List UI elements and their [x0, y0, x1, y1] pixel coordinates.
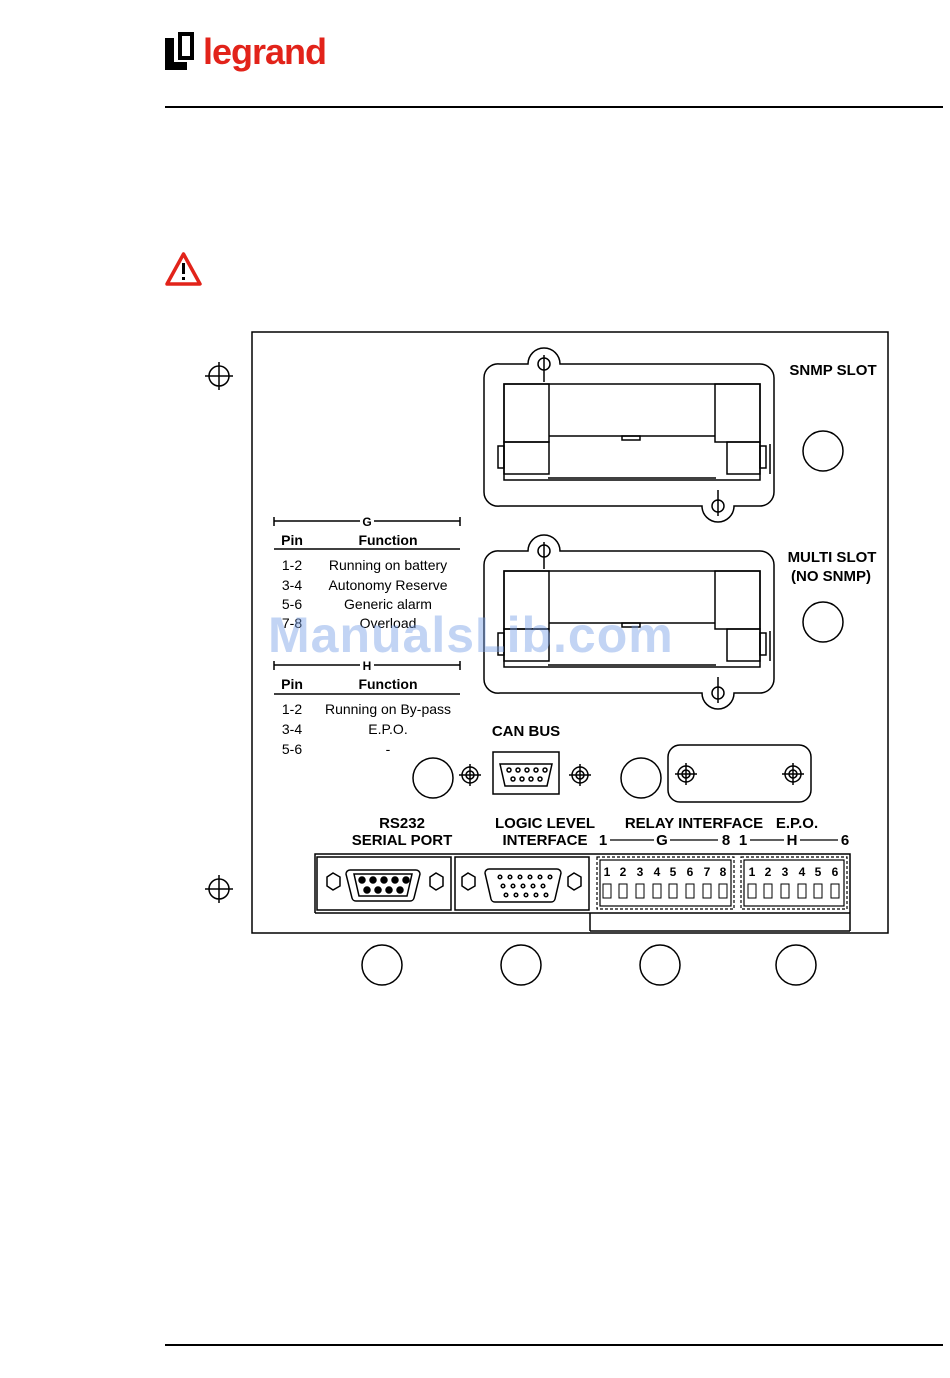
table-h-title: H [363, 659, 372, 673]
relay-range-end: 8 [722, 832, 730, 849]
logic-level-connector [454, 856, 590, 911]
table-g-pin-header: Pin [281, 532, 303, 548]
rs232-connector [316, 856, 452, 911]
table-h: H Pin Function 1-2 Running on By-pass 3-… [273, 659, 461, 757]
registration-mark-top [205, 362, 233, 390]
table-h-row-1-function: Running on By-pass [325, 701, 451, 717]
snmp-slot [483, 347, 775, 523]
table-h-row-1-pin: 1-2 [282, 701, 302, 717]
multi-slot-label: MULTI SLOT [788, 549, 877, 566]
epo-terminal-block: 1 2 3 4 5 6 [740, 856, 848, 910]
table-g-row-2-function: Autonomy Reserve [328, 577, 447, 593]
relay-terminal-block: 1 2 3 4 5 6 7 8 [596, 856, 735, 910]
table-g-function-header: Function [358, 532, 417, 548]
logic-interface-label: INTERFACE [502, 832, 587, 849]
relay-pin-4: 4 [654, 865, 661, 879]
registration-mark-bottom [205, 875, 233, 903]
epo-label: E.P.O. [776, 815, 818, 832]
logic-level-label: LOGIC LEVEL [495, 815, 595, 832]
relay-range: 1 G 8 [599, 832, 730, 849]
epo-range-mid: H [787, 832, 798, 849]
table-g-row-4-pin: 7-8 [282, 615, 302, 631]
table-g-row-1-function: Running on battery [329, 557, 447, 573]
can-bus-screw-left [459, 764, 481, 786]
epo-pin-4: 4 [799, 865, 806, 879]
epo-range-start: 1 [739, 832, 747, 849]
table-h-row-2-function: E.P.O. [368, 721, 407, 737]
bottom-hole-3 [639, 944, 681, 986]
mounting-hole-right [620, 757, 662, 799]
brand-wordmark: legrand [203, 32, 326, 72]
table-g-row-3-pin: 5-6 [282, 596, 302, 612]
mounting-hole-left [412, 757, 454, 799]
can-bus-label: CAN BUS [492, 723, 560, 740]
relay-pin-2: 2 [620, 865, 627, 879]
relay-pin-8: 8 [720, 865, 727, 879]
can-bus-screw-right [569, 764, 591, 786]
serial-port-label: SERIAL PORT [352, 832, 453, 849]
table-g: G Pin Function 1-2 Running on battery 3-… [273, 515, 461, 631]
table-g-row-1-pin: 1-2 [282, 557, 302, 573]
blank-cover-plate [667, 744, 812, 803]
bottom-hole-2 [500, 944, 542, 986]
table-h-function-header: Function [358, 676, 417, 692]
table-h-row-3-function: - [386, 741, 391, 757]
relay-range-mid: G [656, 832, 668, 849]
watermark: ManualsLib.com [268, 607, 674, 663]
can-bus-connector [492, 751, 560, 795]
bottom-hole-1 [361, 944, 403, 986]
table-h-row-3-pin: 5-6 [282, 741, 302, 757]
epo-range-end: 6 [841, 832, 849, 849]
relay-pin-6: 6 [687, 865, 694, 879]
relay-pin-5: 5 [670, 865, 677, 879]
epo-pin-3: 3 [782, 865, 789, 879]
table-g-title: G [362, 515, 371, 529]
relay-pin-7: 7 [704, 865, 711, 879]
legrand-logo: legrand [165, 32, 327, 72]
connector-strip [314, 853, 851, 932]
epo-range: 1 H 6 [739, 832, 849, 849]
relay-range-start: 1 [599, 832, 607, 849]
panel-outline [251, 331, 889, 934]
table-g-row-4-function: Overload [360, 615, 417, 631]
table-h-pin-header: Pin [281, 676, 303, 692]
relay-pin-3: 3 [637, 865, 644, 879]
epo-pin-6: 6 [832, 865, 839, 879]
snmp-slot-label: SNMP SLOT [789, 362, 876, 379]
header-rule [165, 106, 943, 108]
epo-pin-2: 2 [765, 865, 772, 879]
warning-triangle-icon [165, 252, 202, 286]
table-h-row-2-pin: 3-4 [282, 721, 302, 737]
relay-interface-label: RELAY INTERFACE [625, 815, 763, 832]
relay-pin-1: 1 [604, 865, 611, 879]
rs232-label: RS232 [379, 815, 425, 832]
footer-rule [165, 1344, 943, 1346]
multi-slot-sublabel: (NO SNMP) [791, 568, 871, 585]
epo-pin-1: 1 [749, 865, 756, 879]
multi-slot [483, 534, 775, 710]
table-g-row-3-function: Generic alarm [344, 596, 432, 612]
table-g-row-2-pin: 3-4 [282, 577, 302, 593]
epo-pin-5: 5 [815, 865, 822, 879]
snmp-slot-hole [802, 430, 844, 472]
multi-slot-hole [802, 601, 844, 643]
bottom-hole-4 [775, 944, 817, 986]
